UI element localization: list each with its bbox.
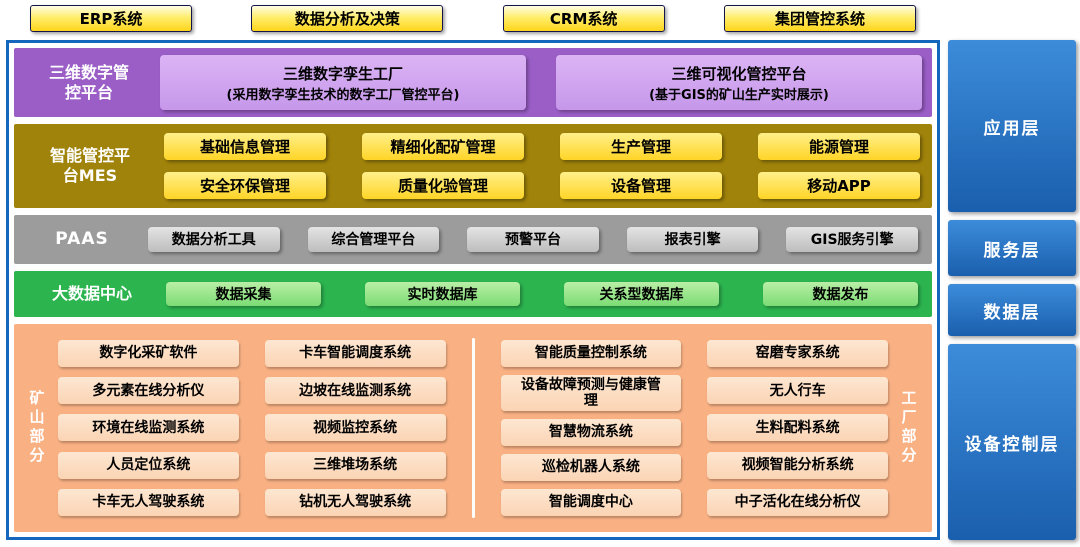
mes-module: 能源管理	[758, 133, 920, 161]
mine-systems-column-2: 卡车智能调度系统 边坡在线监测系统 视频监控系统 三维堆场系统 钻机无人驾驶系统	[264, 336, 446, 520]
mine-factory-divider	[471, 337, 475, 518]
mes-module: 质量化验管理	[362, 172, 524, 200]
mine-systems-column-1: 数字化采矿软件 多元素在线分析仪 环境在线监测系统 人员定位系统 卡车无人驾驶系…	[58, 336, 239, 520]
device-system: 环境在线监测系统	[58, 414, 239, 442]
side-label-data-layer: 数据层	[948, 284, 1076, 336]
side-label-service-layer: 服务层	[948, 220, 1076, 276]
top-system-pill-crm: CRM系统	[502, 5, 665, 32]
top-system-pill-data-analysis: 数据分析及决策	[251, 5, 444, 32]
mes-module: 精细化配矿管理	[362, 133, 524, 161]
paas-modules-list: 数据分析工具 综合管理平台 预警平台 报表引擎 GIS服务引擎	[148, 227, 918, 252]
device-system: 设备故障预测与健康管理	[500, 374, 682, 411]
layer-mes-title: 智能管控平台MES	[49, 146, 130, 186]
mine-section-label: 矿山部分	[27, 389, 46, 466]
device-system: 智能质量控制系统	[500, 339, 682, 367]
layer-bigdata-title: 大数据中心	[51, 283, 132, 303]
external-systems-row: ERP系统 数据分析及决策 CRM系统 集团管控系统	[6, 5, 940, 32]
side-label-device-control-layer: 设备控制层	[948, 344, 1076, 540]
mes-modules-grid: 基础信息管理 精细化配矿管理 生产管理 能源管理 安全环保管理 质量化验管理 设…	[164, 133, 920, 200]
digital-twin-factory-subtitle: (采用数字孪生技术的数字工厂管控平台)	[226, 87, 460, 103]
device-system: 边坡在线监测系统	[264, 377, 446, 405]
top-system-pill-group-control: 集团管控系统	[723, 5, 916, 32]
device-system: 窑磨专家系统	[707, 339, 888, 367]
device-system: 三维堆场系统	[264, 451, 446, 479]
device-system: 视频智能分析系统	[707, 451, 888, 479]
visual-control-platform-box: 三维可视化管控平台 (基于GIS的矿山生产实时展示)	[556, 55, 922, 111]
device-systems-columns: 数字化采矿软件 多元素在线分析仪 环境在线监测系统 人员定位系统 卡车无人驾驶系…	[52, 334, 894, 522]
diagram-body: 三维数字管控平台 三维数字孪生工厂 (采用数字孪生技术的数字工厂管控平台) 三维…	[6, 40, 1076, 540]
mes-module: 安全环保管理	[164, 172, 326, 200]
device-system: 生料配料系统	[707, 414, 888, 442]
mes-module: 设备管理	[560, 172, 722, 200]
device-system: 视频监控系统	[264, 414, 446, 442]
layer-3d-platform: 三维数字管控平台 三维数字孪生工厂 (采用数字孪生技术的数字工厂管控平台) 三维…	[14, 48, 932, 118]
top-system-pill-erp: ERP系统	[30, 5, 192, 32]
layer-paas: PAAS 数据分析工具 综合管理平台 预警平台 报表引擎 GIS服务引擎	[14, 215, 932, 264]
layer-mes: 智能管控平台MES 基础信息管理 精细化配矿管理 生产管理 能源管理 安全环保管…	[14, 124, 932, 209]
mes-module: 基础信息管理	[164, 133, 326, 161]
bigdata-module: 实时数据库	[365, 281, 520, 306]
factory-systems-column-2: 窑磨专家系统 无人行车 生料配料系统 视频智能分析系统 中子活化在线分析仪	[707, 336, 888, 520]
digital-twin-factory-box: 三维数字孪生工厂 (采用数字孪生技术的数字工厂管控平台)	[160, 55, 526, 111]
device-system: 卡车智能调度系统	[264, 339, 446, 367]
layer-3d-platform-title: 三维数字管控平台	[48, 62, 129, 102]
device-system: 钻机无人驾驶系统	[264, 488, 446, 516]
visual-control-platform-title: 三维可视化管控平台	[671, 64, 807, 83]
layer-paas-title: PAAS	[55, 228, 109, 249]
bigdata-module: 关系型数据库	[564, 281, 719, 306]
bigdata-module: 数据采集	[166, 281, 321, 306]
architecture-frame: 三维数字管控平台 三维数字孪生工厂 (采用数字孪生技术的数字工厂管控平台) 三维…	[6, 40, 940, 540]
device-system: 人员定位系统	[58, 451, 239, 479]
mes-module: 移动APP	[758, 172, 920, 200]
device-system: 智能调度中心	[500, 488, 682, 516]
factory-systems-column-1: 智能质量控制系统 设备故障预测与健康管理 智慧物流系统 巡检机器人系统 智能调度…	[500, 336, 682, 520]
paas-module: GIS服务引擎	[786, 227, 918, 252]
device-system: 巡检机器人系统	[500, 453, 682, 481]
digital-twin-factory-title: 三维数字孪生工厂	[282, 64, 403, 83]
layer-3d-platform-boxes: 三维数字孪生工厂 (采用数字孪生技术的数字工厂管控平台) 三维可视化管控平台 (…	[160, 55, 922, 111]
device-system: 无人行车	[707, 377, 888, 405]
bigdata-module: 数据发布	[763, 281, 918, 306]
paas-module: 数据分析工具	[148, 227, 280, 252]
layer-bigdata: 大数据中心 数据采集 实时数据库 关系型数据库 数据发布	[14, 270, 932, 317]
device-system: 卡车无人驾驶系统	[58, 488, 239, 516]
device-system: 数字化采矿软件	[58, 339, 239, 367]
paas-module: 综合管理平台	[307, 227, 440, 252]
visual-control-platform-subtitle: (基于GIS的矿山生产实时展示)	[649, 87, 829, 103]
device-system: 智慧物流系统	[500, 418, 682, 446]
device-system: 中子活化在线分析仪	[707, 488, 888, 516]
side-label-application-layer: 应用层	[948, 40, 1076, 212]
layer-device-control: 矿山部分 数字化采矿软件 多元素在线分析仪 环境在线监测系统 人员定位系统 卡车…	[14, 323, 932, 532]
bigdata-modules-list: 数据采集 实时数据库 关系型数据库 数据发布	[166, 281, 918, 306]
paas-module: 报表引擎	[626, 227, 759, 252]
factory-section-label: 工厂部分	[899, 389, 918, 466]
device-system: 多元素在线分析仪	[58, 377, 239, 405]
mes-module: 生产管理	[560, 133, 722, 161]
paas-module: 预警平台	[467, 227, 599, 252]
layer-labels-column: 应用层 服务层 数据层 设备控制层	[948, 40, 1076, 540]
